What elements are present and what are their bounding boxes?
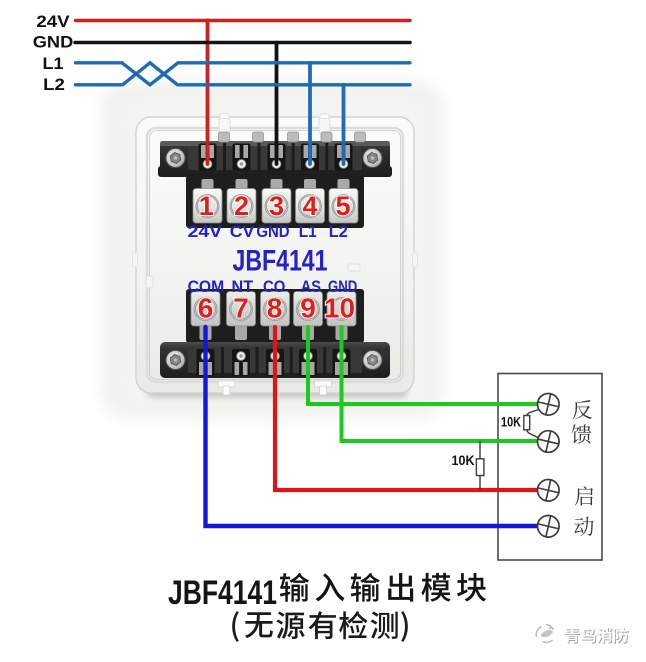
svg-text:CV: CV (230, 223, 255, 241)
svg-text:JBF4141: JBF4141 (233, 245, 328, 278)
svg-text:GND: GND (328, 278, 357, 296)
svg-text:5: 5 (335, 191, 350, 221)
svg-text:4: 4 (302, 191, 317, 221)
svg-text:10K: 10K (452, 452, 475, 468)
svg-text:L1: L1 (43, 55, 64, 73)
svg-text:L1: L1 (299, 223, 317, 241)
svg-text:L2: L2 (43, 76, 65, 94)
svg-text:JBF4141: JBF4141 (168, 574, 277, 612)
svg-text:24V: 24V (188, 223, 222, 241)
svg-text:24V: 24V (36, 13, 70, 31)
svg-text:1: 1 (199, 191, 214, 221)
svg-text:10: 10 (324, 293, 355, 324)
svg-text:L2: L2 (329, 223, 348, 241)
svg-text:3: 3 (269, 191, 284, 221)
svg-text:6: 6 (198, 293, 214, 324)
svg-text:8: 8 (267, 293, 283, 324)
svg-text:AS: AS (301, 278, 321, 296)
svg-text:GND: GND (256, 223, 289, 241)
svg-text:COM: COM (188, 278, 225, 296)
svg-text:2: 2 (234, 191, 249, 221)
svg-text:NT: NT (232, 278, 254, 296)
svg-text:9: 9 (300, 293, 316, 324)
svg-text:GND: GND (33, 34, 74, 52)
svg-text:10K: 10K (501, 414, 521, 429)
svg-text:7: 7 (233, 293, 249, 324)
svg-text:CO: CO (263, 278, 285, 296)
